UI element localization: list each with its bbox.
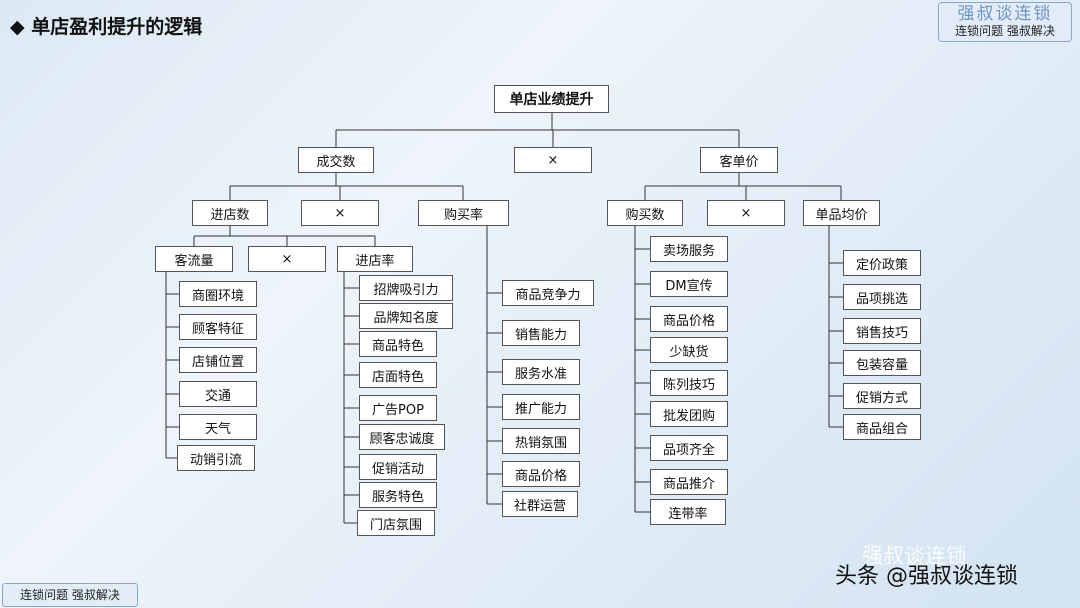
factor-item: 销售能力: [502, 320, 580, 346]
factor-item: 商品组合: [843, 414, 921, 440]
factor-item: 连带率: [650, 499, 726, 525]
factor-item: 服务特色: [359, 482, 437, 508]
factor-item: 定价政策: [843, 250, 921, 276]
factor-item: 品牌知名度: [359, 303, 453, 329]
node-multiply-l3: ×: [248, 246, 326, 272]
node-multiply-l2b: ×: [707, 200, 785, 226]
factor-item: 商品特色: [359, 331, 437, 357]
factor-item: DM宣传: [650, 271, 728, 297]
factor-item: 少缺货: [650, 337, 728, 363]
factor-item: 品项挑选: [843, 284, 921, 310]
node-deals: 成交数: [298, 147, 374, 173]
factor-item: 社群运营: [502, 491, 578, 517]
factor-item: 热销氛围: [502, 428, 580, 454]
factor-item: 批发团购: [650, 401, 728, 427]
factor-item: 商品推介: [650, 469, 728, 495]
node-entry-rate: 进店率: [337, 246, 413, 272]
factor-item: 顾客忠诚度: [359, 424, 445, 450]
factor-item: 天气: [179, 414, 257, 440]
page-title: ◆ 单店盈利提升的逻辑: [10, 16, 203, 38]
node-purchase-count: 购买数: [607, 200, 683, 226]
factor-item: 交通: [179, 381, 257, 407]
watermark-faint: 强叔谈连锁: [862, 544, 967, 568]
factor-item: 商品价格: [502, 461, 580, 487]
factor-item: 商圈环境: [179, 281, 257, 307]
brand-slogan: 连锁问题 强叔解决: [955, 24, 1055, 38]
factor-item: 服务水准: [502, 359, 580, 385]
node-conversion: 购买率: [418, 200, 509, 226]
node-multiply-l1: ×: [514, 147, 592, 173]
node-traffic: 客流量: [155, 246, 233, 272]
watermark: 头条 @强叔谈连锁: [835, 564, 1018, 589]
factor-item: 顾客特征: [179, 314, 257, 340]
factor-item: 包装容量: [843, 350, 921, 376]
factor-item: 推广能力: [502, 394, 580, 420]
factor-item: 招牌吸引力: [359, 275, 453, 301]
factor-item: 商品价格: [650, 306, 728, 332]
root-node: 单店业绩提升: [494, 85, 609, 113]
node-multiply-l2a: ×: [301, 200, 379, 226]
chat-bubble-icon: ◌: [864, 540, 880, 561]
node-visitors: 进店数: [192, 200, 268, 226]
brand-badge: 强叔谈连锁 连锁问题 强叔解决: [938, 2, 1072, 42]
factor-item: 促销方式: [843, 383, 921, 409]
factor-item: 销售技巧: [843, 318, 921, 344]
node-avg-ticket: 客单价: [700, 147, 778, 173]
factor-item: 店面特色: [359, 362, 437, 388]
factor-item: 陈列技巧: [650, 370, 728, 396]
footer-tag: 连锁问题 强叔解决: [2, 583, 138, 607]
factor-item: 促销活动: [359, 454, 437, 480]
factor-item: 动销引流: [177, 445, 255, 471]
brand-name: 强叔谈连锁: [957, 4, 1053, 24]
factor-item: 商品竞争力: [502, 280, 594, 306]
factor-item: 品项齐全: [650, 435, 728, 461]
factor-item: 店铺位置: [179, 347, 257, 373]
factor-item: 门店氛围: [357, 510, 435, 536]
node-unit-price: 单品均价: [803, 200, 880, 226]
factor-item: 卖场服务: [650, 236, 728, 262]
factor-item: 广告POP: [359, 395, 437, 421]
